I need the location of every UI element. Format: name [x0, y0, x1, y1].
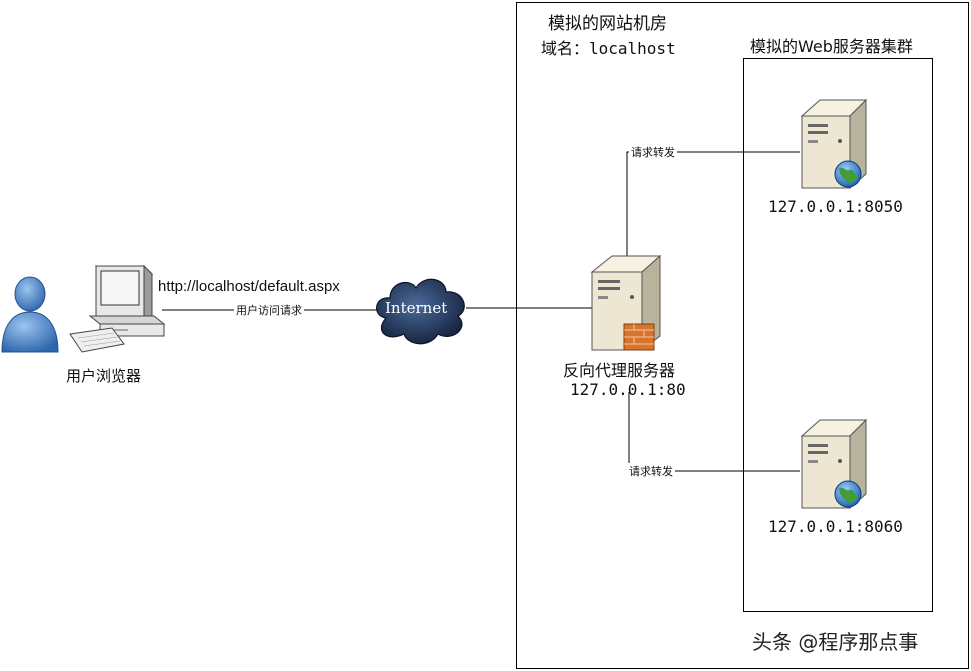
globe-icon [834, 160, 862, 188]
web-cluster-box [743, 58, 933, 612]
edge-label-forward-1: 请求转发 [629, 144, 677, 160]
web-cluster-title: 模拟的Web服务器集群 [750, 37, 913, 56]
firewall-icon [623, 323, 655, 351]
url-label: http://localhost/default.aspx [158, 278, 340, 295]
internet-cloud-icon [376, 278, 465, 345]
edge-proxy-server2 [628, 392, 800, 472]
internet-label: Internet [385, 299, 448, 317]
edge-label-forward-2: 请求转发 [627, 463, 675, 479]
datacenter-box [516, 2, 969, 669]
datacenter-title: 模拟的网站机房 [548, 14, 667, 34]
computer-icon [69, 264, 166, 353]
web-server-1-icon [800, 98, 868, 190]
proxy-server-icon [590, 254, 662, 352]
proxy-server-label: 反向代理服务器 [563, 361, 676, 380]
proxy-server-address: 127.0.0.1:80 [570, 380, 686, 399]
web-server-1-address: 127.0.0.1:8050 [768, 197, 903, 216]
user-browser-label: 用户浏览器 [66, 367, 142, 385]
web-server-2-icon [800, 418, 868, 510]
globe-icon [834, 480, 862, 508]
edge-label-user-request: 用户访问请求 [234, 302, 304, 318]
watermark: 头条 @程序那点事 [748, 626, 923, 655]
edge-proxy-server1 [626, 151, 800, 262]
user-person-icon [1, 276, 59, 353]
datacenter-domain: 域名：localhost [541, 39, 676, 58]
web-server-2-address: 127.0.0.1:8060 [768, 517, 903, 536]
